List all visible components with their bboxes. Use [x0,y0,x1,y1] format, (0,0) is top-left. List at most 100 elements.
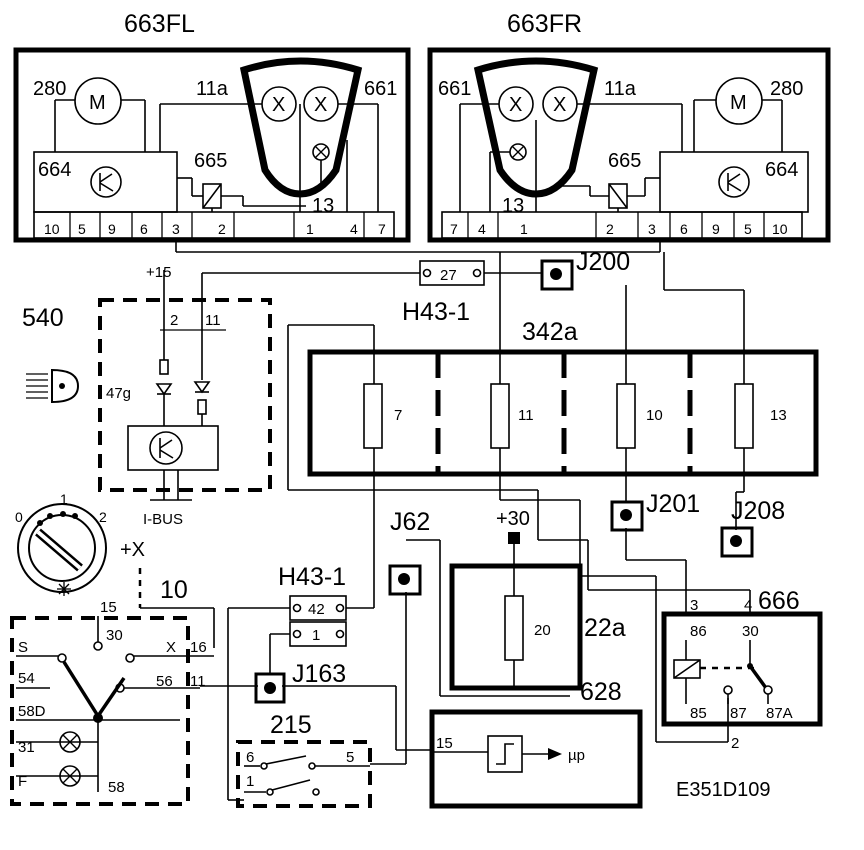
svg-text:X: X [272,94,285,116]
svg-text:47g: 47g [106,385,131,402]
svg-text:13: 13 [312,195,334,217]
svg-text:665: 665 [194,150,227,172]
svg-text:J163: J163 [292,660,346,688]
motor-left [74,77,122,125]
svg-text:15: 15 [100,599,117,616]
junction-j163: J163 [254,660,346,704]
light-switch-knob: 0 1 2 +X 10 [15,491,215,648]
svg-text:87: 87 [730,705,747,722]
svg-text:9: 9 [712,221,720,237]
headlight-right-code: 663FR [507,10,582,38]
svg-text:X: X [166,639,176,656]
svg-text:85: 85 [690,705,707,722]
svg-text:11a: 11a [604,78,637,100]
svg-text:87A: 87A [766,705,793,722]
svg-text:1: 1 [60,491,68,507]
light-switch-contacts: S 54 58D 31 F 15 30 X 16 56 11 58 [10,599,214,806]
fuse-7 [363,383,383,449]
transistor-left-icon [90,166,122,198]
svg-text:661: 661 [438,78,471,100]
junction-j200: J200 [540,248,630,291]
svg-text:J62: J62 [390,508,430,536]
svg-text:56: 56 [156,673,173,690]
svg-text:16: 16 [190,639,207,656]
svg-text:µp: µp [568,747,585,764]
svg-text:1: 1 [312,627,320,644]
svg-text:2: 2 [99,509,107,525]
svg-text:J201: J201 [646,490,700,518]
svg-text:H43-1: H43-1 [402,298,470,326]
svg-text:20: 20 [534,622,551,639]
headlight-right: X X 661 11a 13 M 280 664 665 [427,47,831,243]
svg-text:30: 30 [106,627,123,644]
module-540: 540 2 11 47g I-BUS [22,298,272,528]
svg-text:5: 5 [744,221,752,237]
svg-text:2: 2 [218,221,226,237]
fuse-10 [616,383,636,449]
connector-h43-mid: H43-1 42 1 [278,563,347,647]
reflector-right [473,57,599,198]
svg-text:M: M [730,92,747,114]
svg-text:+30: +30 [496,508,530,530]
headlight-left-frame [13,47,411,243]
diagram-code: E351D109 [676,779,771,801]
fuse-box-342a: 342a 7 11 10 13 [307,318,819,477]
switch-215: 215 6 5 1 [236,711,372,808]
junction-j62: J62 [388,508,430,596]
svg-text:7: 7 [450,221,458,237]
svg-text:11: 11 [205,312,221,329]
svg-text:4: 4 [478,221,486,237]
svg-text:13: 13 [502,195,524,217]
svg-text:F: F [18,773,27,790]
svg-text:X: X [553,94,566,116]
svg-text:X: X [509,94,522,116]
svg-text:86: 86 [690,623,707,640]
svg-text:9: 9 [108,221,116,237]
svg-text:6: 6 [140,221,148,237]
svg-text:2: 2 [606,221,614,237]
svg-text:10: 10 [646,407,663,424]
junction-j201: J201 [610,490,700,532]
headlight-left: M 280 664 10 5 9 6 3 2 1 4 7 665 [13,47,411,243]
headlamp-icon [51,368,80,404]
svg-text:628: 628 [580,678,622,706]
svg-text:1: 1 [520,221,528,237]
svg-text:1: 1 [246,773,254,790]
fuse-13 [734,383,754,449]
svg-text:280: 280 [770,78,803,100]
svg-text:3: 3 [690,597,698,614]
pin-strip-left [33,211,395,239]
svg-text:S: S [18,639,28,656]
svg-text:31: 31 [18,739,35,756]
relay-666: 666 3 4 86 30 85 87 87A [661,587,823,727]
svg-text:6: 6 [680,221,688,237]
svg-text:2: 2 [731,735,739,752]
svg-text:J208: J208 [731,497,785,525]
svg-text:11: 11 [518,407,534,424]
svg-text:664: 664 [38,159,71,181]
svg-text:5: 5 [346,749,354,766]
svg-text:13: 13 [770,407,787,424]
svg-text:10: 10 [160,576,188,604]
svg-text:1: 1 [306,221,314,237]
svg-text:7: 7 [394,407,402,424]
svg-text:665: 665 [608,150,641,172]
svg-text:58D: 58D [18,703,46,720]
svg-text:661: 661 [364,78,397,100]
svg-text:+X: +X [120,539,145,561]
transistor-right-icon [718,166,750,198]
svg-text:10: 10 [772,221,788,237]
svg-text:X: X [314,94,327,116]
fuse-22a: +30 20 22a [449,508,626,691]
svg-text:15: 15 [436,735,453,752]
svg-text:M: M [89,92,106,114]
svg-text:664: 664 [765,159,798,181]
svg-text:58: 58 [108,779,125,796]
junction-j208: J208 [720,497,785,558]
svg-text:6: 6 [246,749,254,766]
svg-text:54: 54 [18,670,35,687]
svg-text:2: 2 [170,312,178,329]
headlight-right-frame [427,47,831,243]
svg-text:J200: J200 [576,248,630,276]
